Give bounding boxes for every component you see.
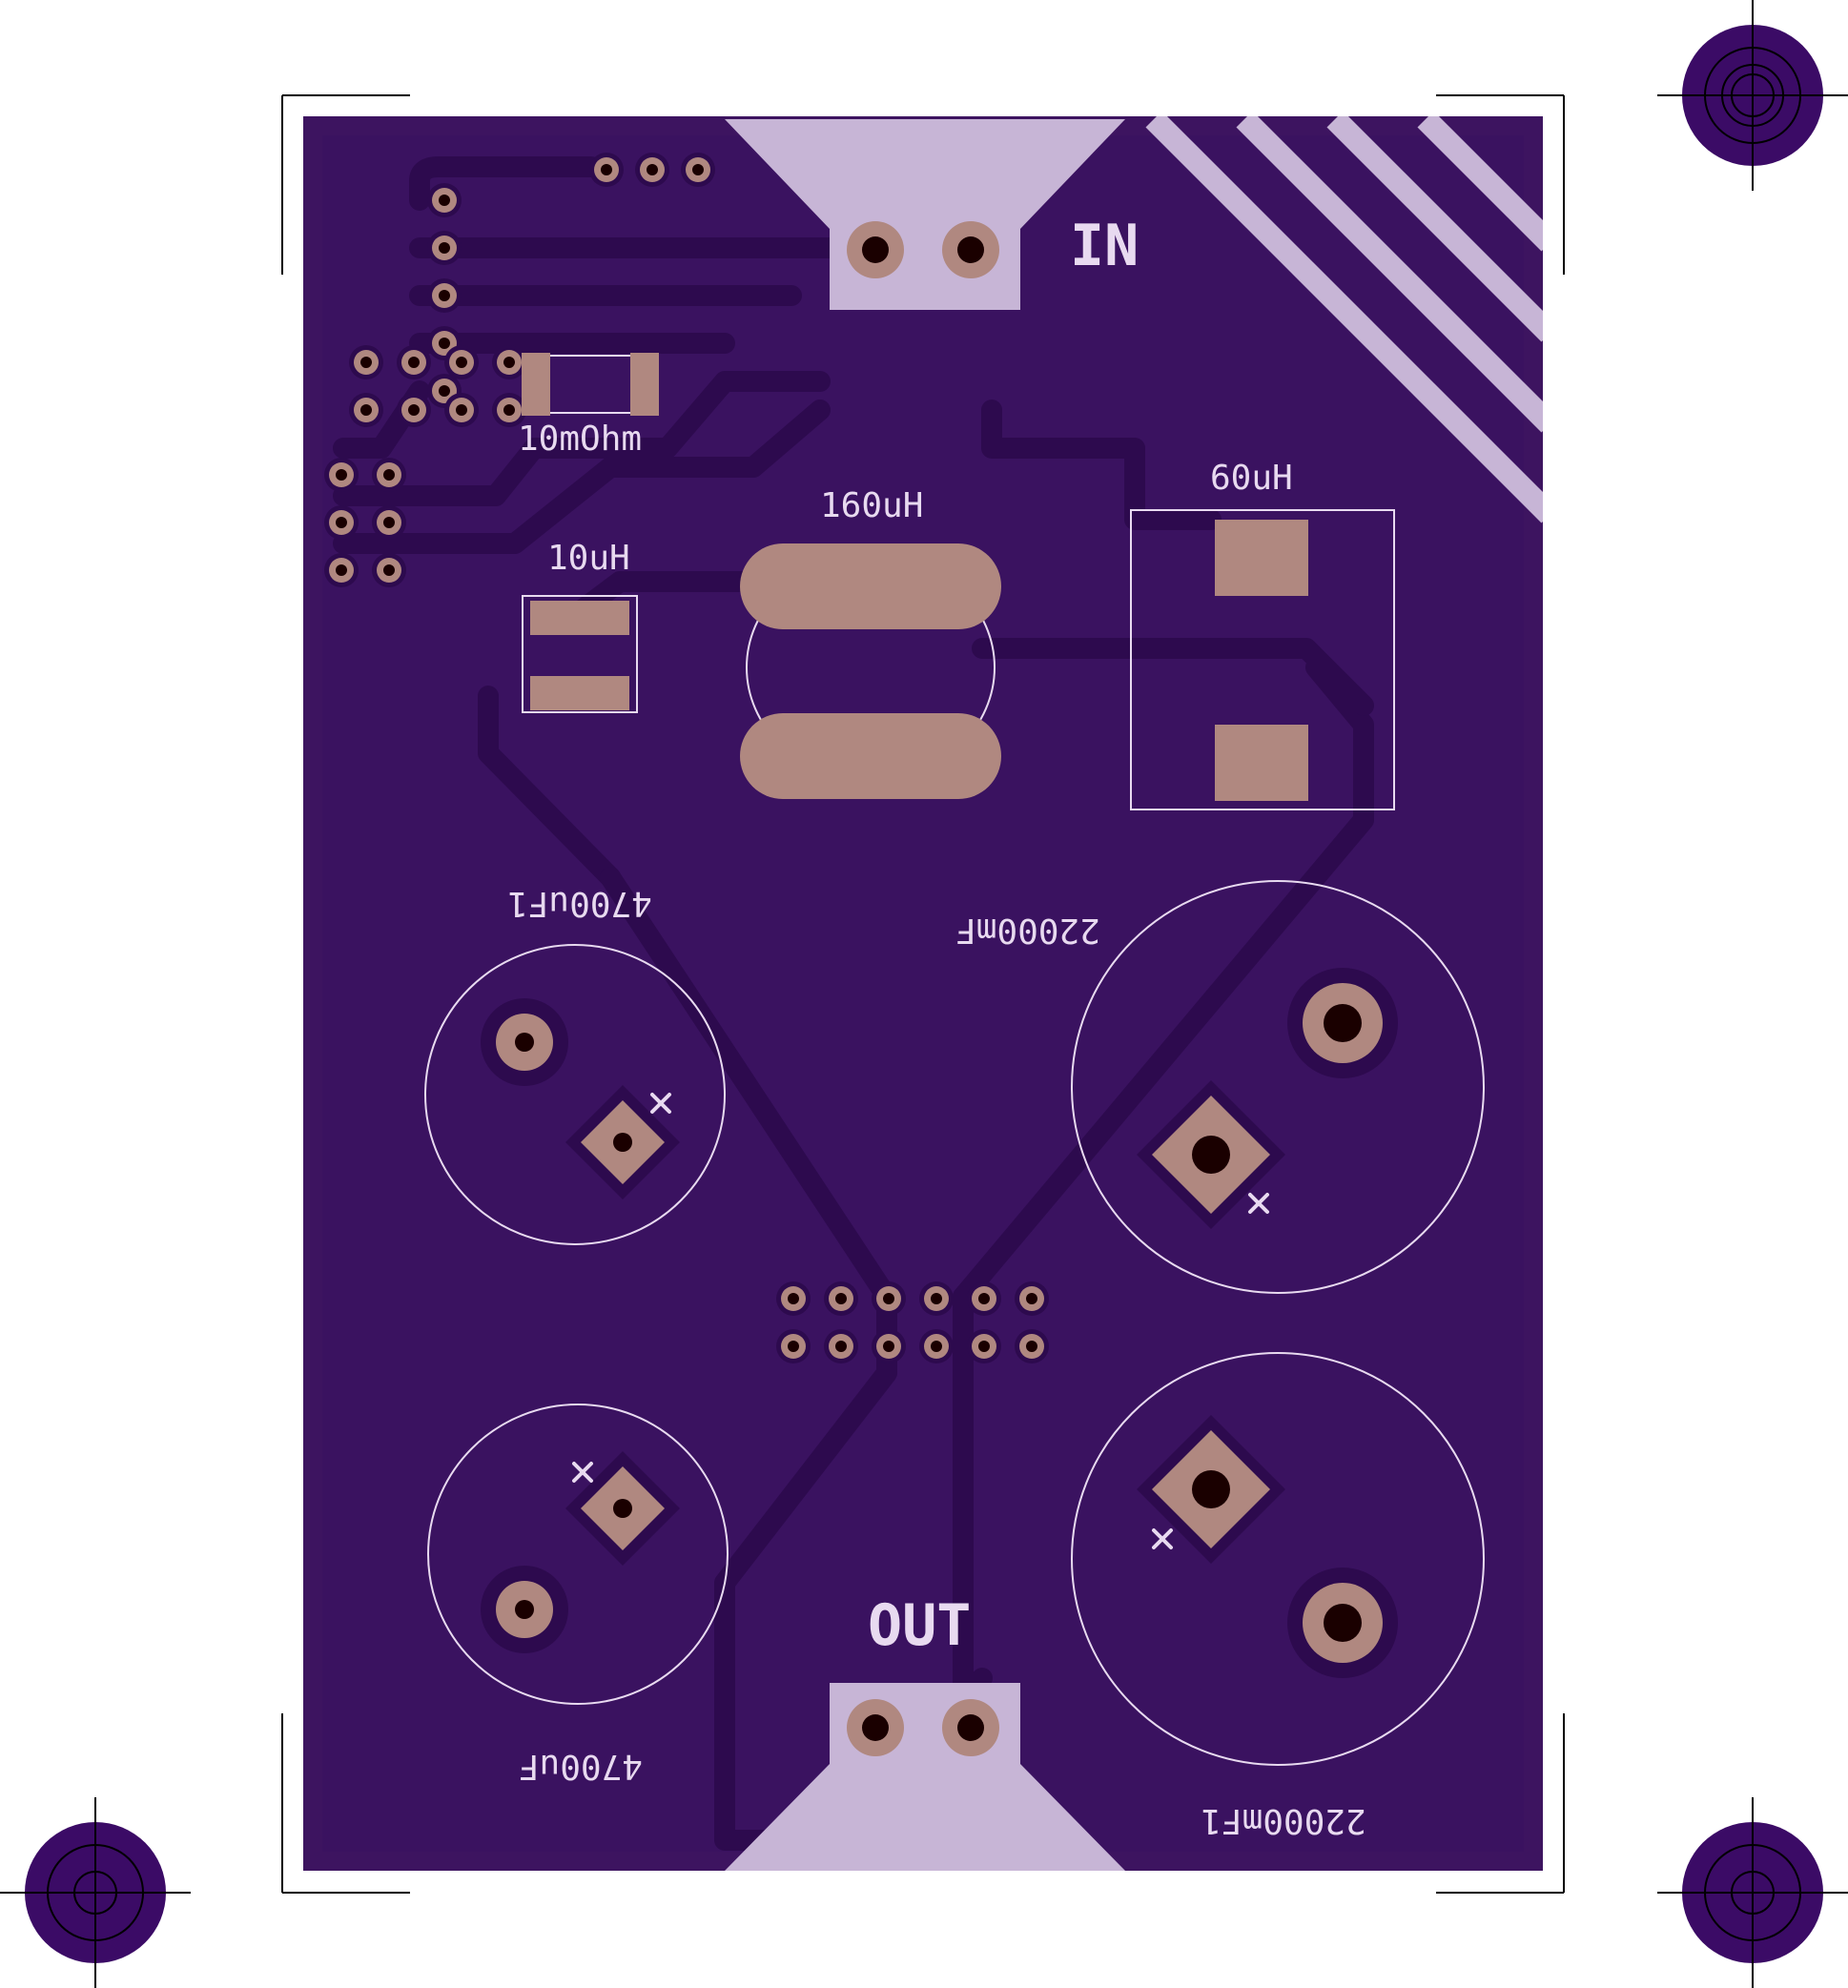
terminal-drill bbox=[862, 1714, 889, 1741]
drill-hole bbox=[439, 242, 450, 254]
label-in: IN bbox=[1070, 213, 1139, 279]
cap-drill bbox=[1324, 1604, 1362, 1642]
drill-hole bbox=[408, 404, 420, 416]
label-cap-top-right: 22000mF bbox=[955, 911, 1100, 950]
cap-drill bbox=[1324, 1004, 1362, 1042]
drill-hole bbox=[601, 164, 612, 175]
components bbox=[424, 353, 1485, 1766]
drill-hole bbox=[692, 164, 704, 175]
cap-drill bbox=[515, 1600, 534, 1619]
cap-drill bbox=[613, 1133, 632, 1152]
crop-marks bbox=[281, 94, 1565, 1894]
polarity-mark-stroke bbox=[1248, 1193, 1269, 1214]
silkscreen-labels: IN OUT 10mOhm 10uH 160uH 60uH 4700uF1 47… bbox=[507, 213, 1366, 1840]
drill-hole bbox=[456, 357, 467, 368]
drill-hole bbox=[336, 564, 347, 576]
drill-hole bbox=[788, 1341, 799, 1352]
drill-hole bbox=[383, 517, 395, 528]
label-cap-top-left: 4700uF1 bbox=[507, 884, 652, 923]
drill-hole bbox=[439, 290, 450, 301]
drill-hole bbox=[383, 469, 395, 481]
label-out: OUT bbox=[868, 1592, 971, 1659]
cap-top-left-outline bbox=[424, 944, 726, 1245]
drill-hole bbox=[439, 338, 450, 349]
label-cap-bottom-right: 22000mF1 bbox=[1201, 1801, 1365, 1840]
label-r-shunt: 10mOhm bbox=[518, 420, 642, 459]
cap-drill bbox=[1192, 1470, 1230, 1508]
label-cap-bottom-left: 4700uF bbox=[519, 1747, 643, 1786]
drill-hole bbox=[336, 469, 347, 481]
cap-top-right-outline bbox=[1071, 880, 1485, 1294]
label-inductor-small: 10uH bbox=[547, 539, 630, 578]
out-connector-pad bbox=[725, 1683, 1125, 1871]
drill-hole bbox=[647, 164, 658, 175]
inductor-right-pad-top bbox=[1215, 520, 1308, 596]
drill-hole bbox=[1026, 1341, 1037, 1352]
inductor-small-pad-top bbox=[530, 601, 629, 635]
fiducial-ring bbox=[1721, 64, 1784, 127]
drill-hole bbox=[360, 357, 372, 368]
label-inductor-right: 60uH bbox=[1210, 459, 1293, 498]
drill-hole bbox=[978, 1293, 990, 1304]
drill-hole bbox=[931, 1293, 942, 1304]
drill-hole bbox=[883, 1341, 894, 1352]
drill-hole bbox=[978, 1341, 990, 1352]
drill-hole bbox=[835, 1341, 847, 1352]
inductor-small-pad-bottom bbox=[530, 676, 629, 710]
drill-hole bbox=[383, 564, 395, 576]
pads bbox=[324, 153, 1398, 1756]
drill-hole bbox=[835, 1293, 847, 1304]
shunt-pad-right bbox=[630, 353, 659, 416]
cap-drill bbox=[1192, 1136, 1230, 1174]
shunt-pad-left bbox=[522, 353, 550, 416]
drill-hole bbox=[1026, 1293, 1037, 1304]
drill-hole bbox=[360, 404, 372, 416]
polarity-marks bbox=[572, 1093, 1269, 1549]
inductor-main-pad-bottom bbox=[740, 713, 1001, 799]
cap-drill bbox=[515, 1033, 534, 1052]
cap-bottom-left-outline bbox=[427, 1404, 729, 1705]
drill-hole bbox=[503, 357, 515, 368]
terminal-drill bbox=[957, 236, 984, 263]
drill-hole bbox=[788, 1293, 799, 1304]
polarity-mark-stroke bbox=[1152, 1528, 1173, 1549]
drill-hole bbox=[931, 1341, 942, 1352]
copper-keepout-stripes bbox=[1145, 116, 1543, 523]
cap-bottom-right-outline bbox=[1071, 1352, 1485, 1766]
polarity-mark-stroke bbox=[572, 1462, 593, 1483]
terminal-drill bbox=[957, 1714, 984, 1741]
terminal-drill bbox=[862, 236, 889, 263]
cap-drill bbox=[613, 1499, 632, 1518]
drill-hole bbox=[883, 1293, 894, 1304]
inductor-main-pad-top bbox=[740, 543, 1001, 629]
in-connector-pad bbox=[725, 119, 1125, 310]
drill-hole bbox=[439, 385, 450, 397]
drill-hole bbox=[456, 404, 467, 416]
polarity-mark-stroke bbox=[650, 1093, 671, 1114]
power-connectors bbox=[725, 119, 1125, 1871]
drill-hole bbox=[439, 195, 450, 206]
label-inductor-main: 160uH bbox=[820, 486, 923, 525]
inductor-right-outline bbox=[1130, 509, 1395, 810]
drill-hole bbox=[336, 517, 347, 528]
drill-hole bbox=[503, 404, 515, 416]
inductor-right-pad-bottom bbox=[1215, 725, 1308, 801]
inductor-small-outline bbox=[522, 595, 638, 713]
drill-hole bbox=[408, 357, 420, 368]
